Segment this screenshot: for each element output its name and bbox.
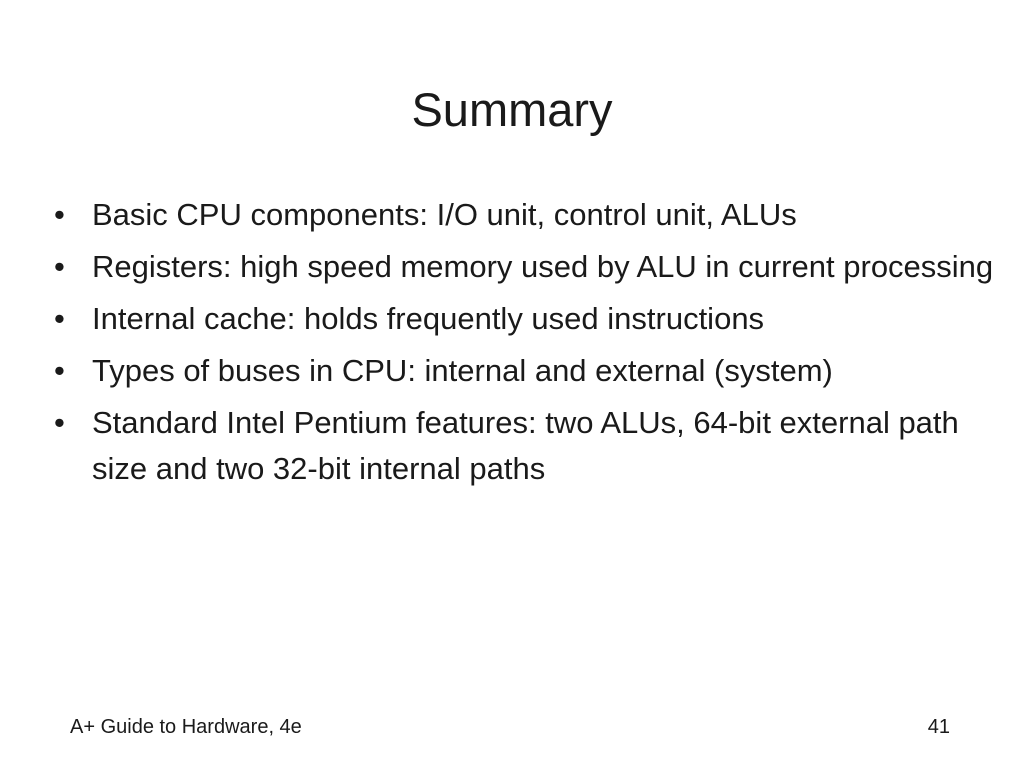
bullet-item: • Standard Intel Pentium features: two A… <box>54 400 994 492</box>
footer-source: A+ Guide to Hardware, 4e <box>70 716 302 738</box>
bullet-item: • Types of buses in CPU: internal and ex… <box>54 348 994 394</box>
bullet-item: • Basic CPU components: I/O unit, contro… <box>54 192 994 238</box>
slide-title: Summary <box>411 83 613 136</box>
bullet-text: Standard Intel Pentium features: two ALU… <box>92 405 959 486</box>
bullet-dot-icon: • <box>54 249 65 284</box>
bullet-item: • Internal cache: holds frequently used … <box>54 296 994 342</box>
page-number: 41 <box>927 716 950 738</box>
bullet-list: • Basic CPU components: I/O unit, contro… <box>54 192 994 498</box>
bullet-dot-icon: • <box>54 353 65 388</box>
bullet-text: Internal cache: holds frequently used in… <box>92 301 765 336</box>
bullet-text: Registers: high speed memory used by ALU… <box>92 249 994 284</box>
bullet-text: Basic CPU components: I/O unit, control … <box>92 197 797 232</box>
bullet-dot-icon: • <box>54 197 65 232</box>
bullet-dot-icon: • <box>54 405 65 440</box>
bullet-item: • Registers: high speed memory used by A… <box>54 244 994 290</box>
bullet-text: Types of buses in CPU: internal and exte… <box>92 353 833 388</box>
bullet-dot-icon: • <box>54 301 65 336</box>
